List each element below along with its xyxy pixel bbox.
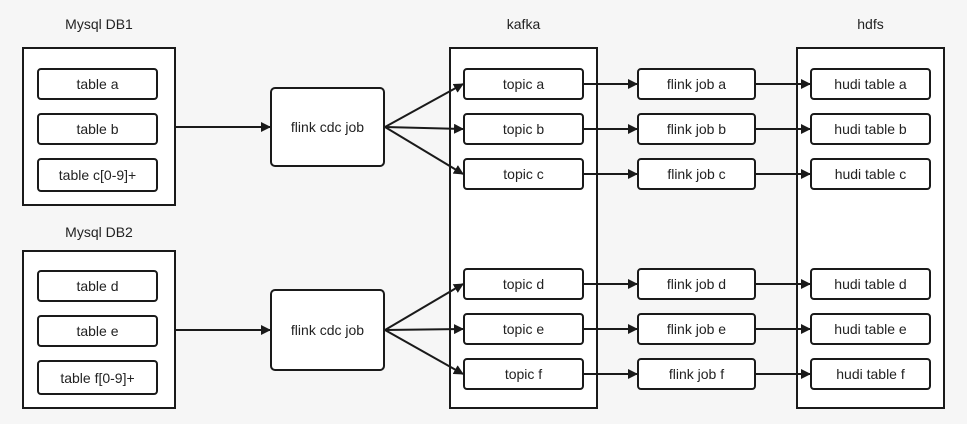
hudi-table-b: hudi table b bbox=[810, 113, 931, 145]
topic-f: topic f bbox=[463, 358, 584, 390]
topic-b: topic b bbox=[463, 113, 584, 145]
flink-cdc-job-1: flink cdc job bbox=[270, 87, 385, 167]
hudi-table-c: hudi table c bbox=[810, 158, 931, 190]
hdfs-title: hdfs bbox=[857, 16, 884, 32]
kafka-title: kafka bbox=[506, 16, 541, 32]
flink-job-a: flink job a bbox=[637, 68, 756, 100]
topic-e: topic e bbox=[463, 313, 584, 345]
hudi-table-d: hudi table d bbox=[810, 268, 931, 300]
db1-title: Mysql DB1 bbox=[65, 16, 133, 32]
db2-table-d: table d bbox=[37, 270, 158, 302]
db2-table-f: table f[0-9]+ bbox=[37, 360, 158, 395]
hudi-table-f: hudi table f bbox=[810, 358, 931, 390]
flink-job-b: flink job b bbox=[637, 113, 756, 145]
db2-table-e: table e bbox=[37, 315, 158, 347]
db1-table-b: table b bbox=[37, 113, 158, 145]
hudi-table-a: hudi table a bbox=[810, 68, 931, 100]
kafka-container bbox=[449, 47, 598, 409]
hudi-table-e: hudi table e bbox=[810, 313, 931, 345]
topic-d: topic d bbox=[463, 268, 584, 300]
flink-job-c: flink job c bbox=[637, 158, 756, 190]
flink-job-e: flink job e bbox=[637, 313, 756, 345]
db1-table-c: table c[0-9]+ bbox=[37, 158, 158, 192]
db1-table-a: table a bbox=[37, 68, 158, 100]
flink-job-f: flink job f bbox=[637, 358, 756, 390]
flink-cdc-job-2: flink cdc job bbox=[270, 289, 385, 371]
topic-a: topic a bbox=[463, 68, 584, 100]
db2-title: Mysql DB2 bbox=[65, 224, 133, 240]
topic-c: topic c bbox=[463, 158, 584, 190]
flink-job-d: flink job d bbox=[637, 268, 756, 300]
hdfs-container bbox=[796, 47, 945, 409]
